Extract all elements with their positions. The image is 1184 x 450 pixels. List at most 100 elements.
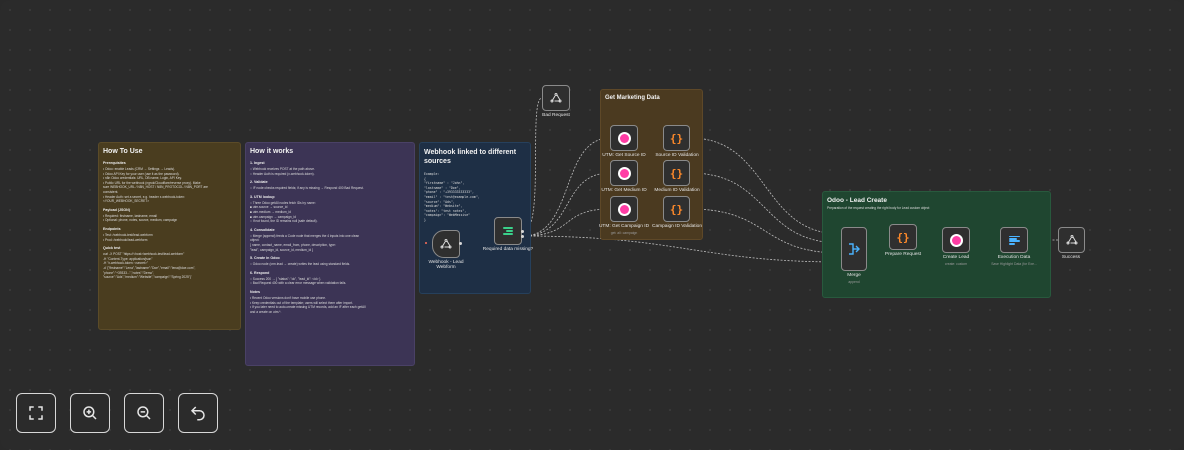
sticky-body: 1. Ingest ○ Webhook receives POST at the… bbox=[250, 161, 410, 314]
node-prepare-request[interactable]: {} bbox=[889, 224, 917, 250]
sticky-title: Webhook linked to different sources bbox=[424, 149, 517, 165]
sticky-line: • Header Auth: set a secret, e.g. header… bbox=[103, 194, 185, 199]
sticky-line: ○ Bad Request 400 with a clear error mes… bbox=[250, 281, 347, 286]
odoo-icon bbox=[951, 235, 961, 245]
sticky-title: How it works bbox=[250, 148, 294, 155]
edge-cval-merge bbox=[689, 208, 842, 254]
node-utm-get-source-id[interactable] bbox=[610, 125, 638, 151]
if-icon bbox=[503, 227, 513, 235]
sticky-line: "firstname" : "John", bbox=[424, 181, 465, 186]
node-medium-id-validation[interactable]: {} bbox=[663, 160, 690, 186]
sticky-line: <YOUR_WEBHOOK_SECRET> bbox=[103, 199, 150, 204]
node-utm-get-medium-id[interactable] bbox=[610, 160, 638, 186]
code-icon: {} bbox=[669, 131, 684, 145]
sticky-line: { bbox=[424, 176, 426, 181]
undo-icon bbox=[190, 406, 205, 421]
sticky-line: } bbox=[424, 217, 426, 222]
sticky-how-to-use[interactable]: How To Use Prerequisites• Odoo: enable L… bbox=[98, 142, 241, 330]
node-merge[interactable] bbox=[841, 227, 867, 271]
sticky-section-heading: Notes bbox=[250, 289, 260, 294]
sticky-line: ○ Header Auth is required (x-webhook-tok… bbox=[250, 171, 315, 176]
node-label: Create Lead bbox=[942, 255, 970, 260]
node-label: UTM: Get Source ID bbox=[602, 153, 646, 158]
sticky-line: curl -X POST "https://<host>/webhook-tes… bbox=[103, 252, 185, 257]
node-label: UTM: Get Campaign ID bbox=[598, 224, 650, 229]
sticky-line: "lastname" : "Doe", bbox=[424, 185, 461, 190]
sticky-section-heading: 1. Ingest bbox=[250, 161, 265, 165]
zoom-out-button[interactable] bbox=[124, 393, 164, 433]
undo-button[interactable] bbox=[178, 393, 218, 433]
sticky-webhook-sources[interactable]: Webhook linked to different sources Exam… bbox=[419, 142, 531, 294]
sticky-line: • Public URL for the webhook (ngrok/Clou… bbox=[103, 180, 201, 185]
sticky-line: ○ If not found, the ID remains null (saf… bbox=[250, 219, 318, 224]
sticky-line: ○ Success 200 → { "status": "ok", "lead_… bbox=[250, 276, 321, 281]
node-label: Campaign ID Validation bbox=[651, 224, 703, 229]
zoom-in-icon bbox=[83, 406, 97, 420]
node-bad-request[interactable] bbox=[542, 85, 570, 111]
sticky-line: "campaign": "WebMessive" bbox=[424, 213, 471, 218]
node-required-data-missing[interactable] bbox=[494, 217, 522, 245]
sticky-line: • Optional: phone, notes, source, medium… bbox=[103, 218, 178, 223]
odoo-icon bbox=[619, 204, 629, 214]
edge-sval-merge bbox=[689, 137, 842, 235]
webhook-icon bbox=[440, 239, 452, 249]
output-handle-true[interactable] bbox=[521, 230, 524, 233]
node-create-lead[interactable] bbox=[942, 227, 970, 253]
node-success[interactable] bbox=[1058, 227, 1085, 253]
sticky-section-heading: 4. Consolidate bbox=[250, 227, 275, 232]
node-webhook-lead-webform[interactable] bbox=[432, 230, 460, 258]
sticky-subtitle: Preparation of the request creating the … bbox=[827, 206, 930, 210]
output-handle[interactable] bbox=[459, 242, 462, 245]
odoo-icon bbox=[619, 133, 629, 143]
sticky-line: and a create on utm.*. bbox=[250, 309, 282, 314]
zoom-out-icon bbox=[137, 406, 151, 420]
sticky-title: How To Use bbox=[103, 148, 143, 155]
sticky-line: • Prod: /webhook/lead-webform bbox=[103, 237, 148, 242]
webhook-icon bbox=[1066, 235, 1077, 245]
sticky-section-heading: Payload (JSON) bbox=[103, 207, 130, 212]
node-source-id-validation[interactable]: {} bbox=[663, 125, 690, 151]
sticky-line: ■ utm.source → source_id bbox=[250, 205, 288, 210]
zoom-in-button[interactable] bbox=[70, 393, 110, 433]
sticky-line: "medium": "Website", bbox=[424, 204, 463, 209]
sticky-line: ○ Odoo node (crm.lead → create) writes t… bbox=[250, 262, 351, 267]
sticky-line: -H "Content-Type: application/json" bbox=[103, 256, 153, 261]
edge-if-campaign bbox=[522, 208, 611, 237]
sticky-line: ○ Webhook receives POST at the path abov… bbox=[250, 167, 315, 171]
sticky-line: sure WEBHOOK_URL / N8N_HOST / N8N_PROTOC… bbox=[103, 185, 208, 190]
node-campaign-id-validation[interactable]: {} bbox=[663, 196, 690, 222]
sticky-line: { name, contact_name, email_from, phone,… bbox=[250, 242, 336, 247]
sticky-line: • Keep credentials out of the template; … bbox=[250, 300, 353, 305]
sticky-line: consistent. bbox=[103, 189, 119, 194]
sticky-section-heading: 3. UTM lookup bbox=[250, 194, 275, 199]
code-icon: {} bbox=[669, 202, 684, 216]
output-handle-false[interactable] bbox=[521, 235, 524, 238]
sticky-title: Get Marketing Data bbox=[605, 95, 660, 101]
edge-mval-merge bbox=[689, 172, 842, 244]
sticky-line: ○ Three Odoo getAll nodes fetch IDs by n… bbox=[250, 200, 316, 205]
node-label: Source ID Validation bbox=[655, 153, 699, 158]
sticky-section-heading: 6. Respond bbox=[250, 270, 270, 275]
sticky-section-heading: 2. Validate bbox=[250, 180, 268, 185]
node-label: Required data missing? bbox=[482, 247, 534, 252]
node-label: Merge bbox=[847, 273, 861, 278]
sticky-how-it-works[interactable]: How it works 1. Ingest ○ Webhook receive… bbox=[245, 142, 415, 366]
sticky-line: • Recent Odoo versions don't have mobile… bbox=[250, 295, 326, 300]
node-label: Bad Request bbox=[542, 113, 570, 118]
sticky-line: "source": "Ads", bbox=[424, 199, 455, 204]
node-label: Medium ID Validation bbox=[654, 188, 700, 193]
node-label: Execution Data bbox=[997, 255, 1031, 260]
node-subtitle: create: custom bbox=[944, 262, 968, 266]
node-utm-get-campaign-id[interactable] bbox=[610, 196, 638, 222]
sticky-line: "phone":"+39333...","notes":"Demo", bbox=[103, 270, 155, 275]
fit-view-button[interactable] bbox=[16, 393, 56, 433]
node-label: Prepare Request bbox=[884, 252, 922, 257]
sticky-line: "notes": "test notes", bbox=[424, 208, 467, 213]
sticky-line: • Test: /webhook-test/lead-webform bbox=[103, 232, 153, 237]
sticky-line: • n8n Odoo credentials: URL, DB name, Lo… bbox=[103, 176, 182, 181]
sticky-title: Odoo - Lead Create bbox=[827, 197, 887, 204]
edge-if-medium bbox=[522, 172, 611, 237]
input-arrow bbox=[425, 242, 427, 244]
node-execution-data[interactable] bbox=[1000, 227, 1028, 253]
